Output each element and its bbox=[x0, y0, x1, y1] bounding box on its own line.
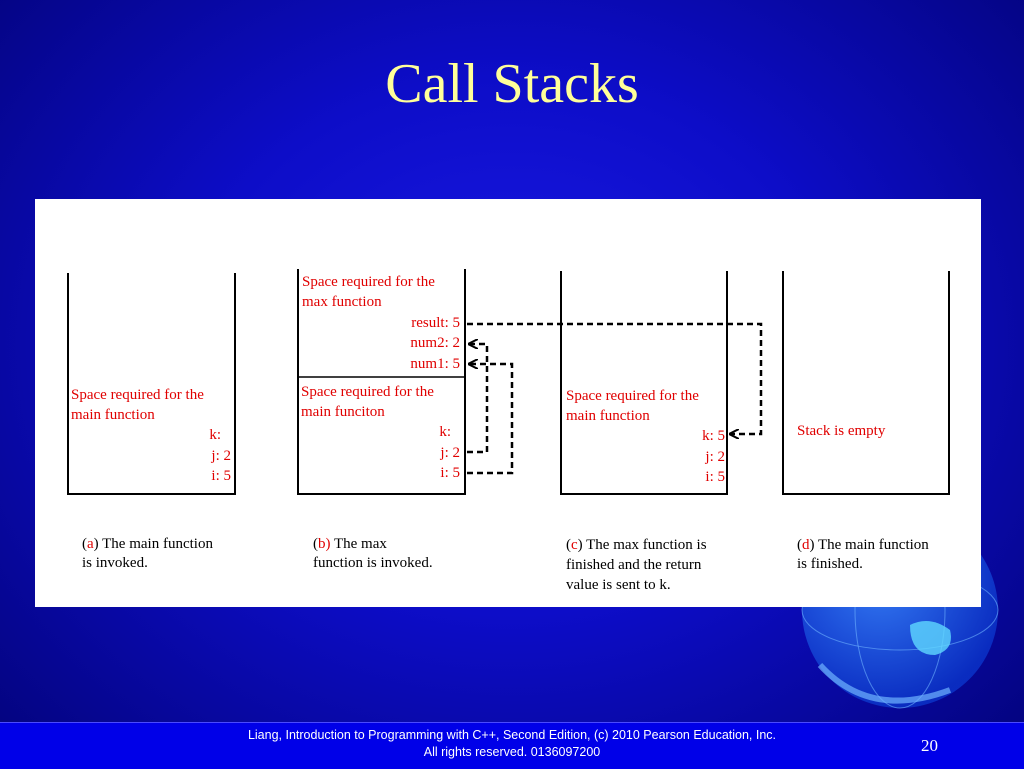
stack-a: Space required for the main function k: … bbox=[67, 273, 236, 495]
stack-a-outline bbox=[67, 273, 236, 495]
stack-d-empty-label: Stack is empty bbox=[797, 423, 886, 439]
svg-text:(d) The main function: (d) The main function bbox=[797, 537, 929, 553]
stack-c-i: i: 5 bbox=[705, 469, 725, 485]
stack-b-max-label-1: Space required for the bbox=[302, 274, 435, 290]
caption-c-line3: value is sent to k. bbox=[566, 577, 671, 593]
caption-c-paren: ( bbox=[566, 537, 571, 553]
slide-title: Call Stacks bbox=[385, 53, 639, 115]
stack-c-j: j: 2 bbox=[704, 449, 725, 465]
arrow-i-to-num1 bbox=[467, 364, 514, 475]
stack-b-main-label-1: Space required for the bbox=[301, 384, 434, 400]
svg-text:(a) The main function: (a) The main function bbox=[82, 536, 213, 552]
svg-text:(c) The max function is: (c) The max function is bbox=[566, 537, 707, 553]
stack-b-num1: num1: 5 bbox=[410, 356, 460, 372]
footer-copyright-line1: Liang, Introduction to Programming with … bbox=[247, 728, 777, 742]
stack-b-main-label-2: main funciton bbox=[301, 404, 385, 420]
arrow-j-to-num2 bbox=[467, 344, 489, 454]
svg-text:(b) The max: (b) The max bbox=[313, 536, 387, 552]
caption-a: (a) The main function is invoked. bbox=[82, 536, 213, 571]
stack-b-outline bbox=[297, 269, 466, 495]
caption-b-letter: b bbox=[318, 536, 326, 552]
stack-c-main-label-2: main function bbox=[566, 408, 650, 424]
stack-b-i: i: 5 bbox=[440, 465, 460, 481]
stack-b-k: k: bbox=[439, 424, 451, 440]
stack-d-outline bbox=[782, 271, 950, 495]
stack-b-max-label-2: max function bbox=[302, 294, 382, 310]
call-stack-diagram: Space required for the main function k: … bbox=[67, 269, 950, 593]
caption-b-line2: function is invoked. bbox=[313, 555, 433, 571]
footer-copyright-line2: All rights reserved. 0136097200 bbox=[423, 745, 601, 759]
stack-c-outline bbox=[560, 271, 728, 495]
caption-d-line1: ) The main function bbox=[810, 537, 930, 553]
stack-a-k: k: bbox=[209, 427, 221, 443]
caption-d-line2: is finished. bbox=[797, 556, 863, 572]
stack-c-k: k: 5 bbox=[702, 428, 725, 444]
caption-a-line2: is invoked. bbox=[82, 555, 148, 571]
diagram-panel: Space required for the main function k: … bbox=[35, 199, 981, 607]
stack-a-main-label-2: main function bbox=[71, 407, 155, 423]
stack-d: Stack is empty bbox=[782, 271, 950, 495]
caption-a-line1: ) The main function bbox=[94, 536, 214, 552]
caption-a-letter: a bbox=[87, 536, 94, 552]
stack-b: Space required for the max function resu… bbox=[297, 269, 514, 495]
stack-a-i: i: 5 bbox=[211, 468, 231, 484]
caption-c: (c) The max function is finished and the… bbox=[566, 537, 707, 593]
page-number: 20 bbox=[921, 736, 938, 755]
stack-a-main-label-1: Space required for the bbox=[71, 387, 204, 403]
caption-b-paren: ( bbox=[313, 536, 318, 552]
caption-c-letter: c bbox=[571, 537, 578, 553]
caption-d-letter: d bbox=[802, 537, 810, 553]
footer-bar: Liang, Introduction to Programming with … bbox=[0, 722, 1024, 769]
caption-d-paren: ( bbox=[797, 537, 802, 553]
caption-b: (b) The max function is invoked. bbox=[313, 536, 433, 571]
stack-b-num2: num2: 2 bbox=[410, 335, 460, 351]
caption-c-line1: ) The max function is bbox=[578, 537, 707, 553]
stack-a-j: j: 2 bbox=[210, 448, 231, 464]
caption-a-paren: ( bbox=[82, 536, 87, 552]
stack-c: Space required for the main function k: … bbox=[560, 271, 728, 495]
caption-b-line1: The max bbox=[331, 536, 388, 552]
stack-c-main-label-1: Space required for the bbox=[566, 388, 699, 404]
stack-b-result: result: 5 bbox=[411, 315, 460, 331]
stack-b-j: j: 2 bbox=[439, 445, 460, 461]
caption-c-line2: finished and the return bbox=[566, 557, 702, 573]
caption-d: (d) The main function is finished. bbox=[797, 537, 929, 572]
